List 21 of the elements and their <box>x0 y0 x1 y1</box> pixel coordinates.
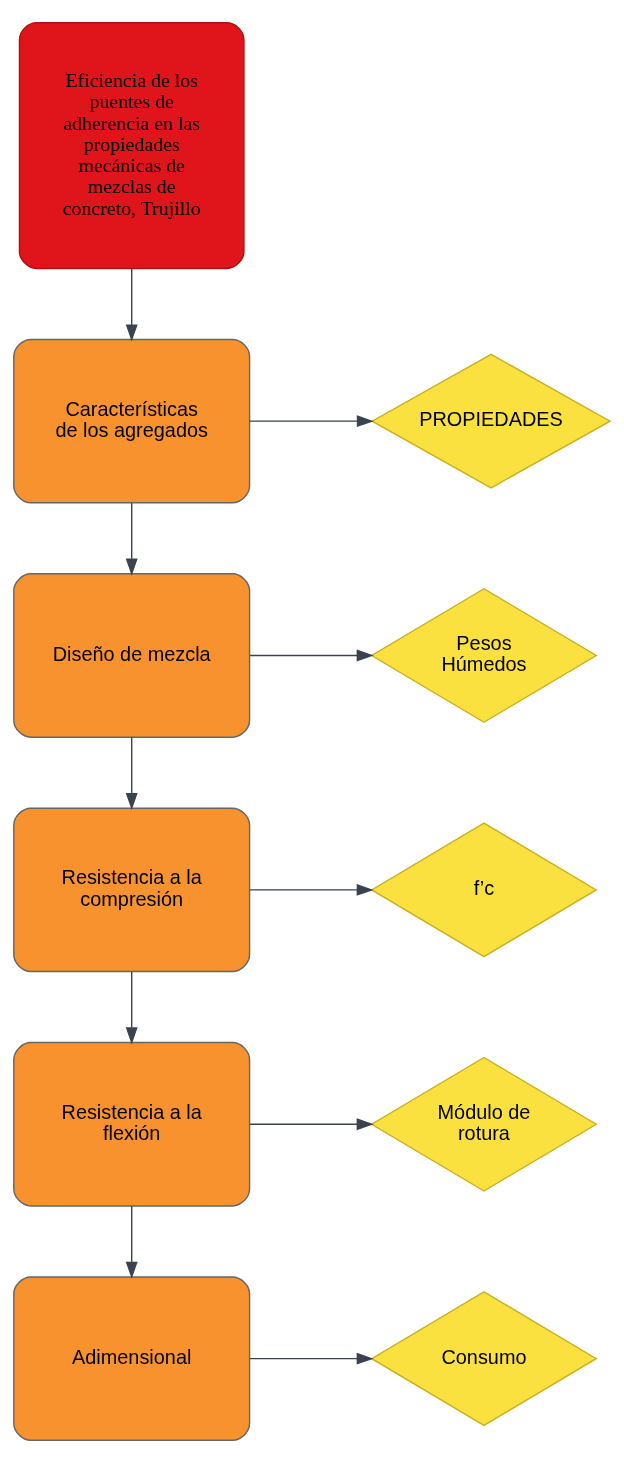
node-box: Resistencia a la flexión <box>13 1041 251 1207</box>
arrow <box>125 1205 138 1279</box>
arrow <box>125 502 138 576</box>
arrow <box>125 267 138 342</box>
node-box: Diseño de mezcla <box>13 573 251 738</box>
arrow <box>249 1352 374 1365</box>
node-diamond: Pesos Húmedos <box>370 587 598 724</box>
arrow <box>125 736 138 811</box>
node-diamond: Consumo <box>370 1291 598 1427</box>
arrow <box>249 1118 374 1131</box>
arrow <box>249 883 374 896</box>
arrow <box>125 970 138 1045</box>
node-diamond: PROPIEDADES <box>370 353 612 489</box>
arrow <box>249 649 374 662</box>
node-box: Características de los agregados <box>13 338 251 504</box>
arrow <box>248 415 374 428</box>
node-box: Adimensional <box>13 1276 251 1442</box>
node-box: Eficiencia de los puentes de adherencia en las propiedades mecánicas de mezclas de concreto, Trujillo <box>18 21 245 270</box>
node-diamond: f’c <box>370 822 598 958</box>
node-diamond: Módulo de rotura <box>370 1056 598 1192</box>
node-box: Resistencia a la compresión <box>13 807 251 973</box>
